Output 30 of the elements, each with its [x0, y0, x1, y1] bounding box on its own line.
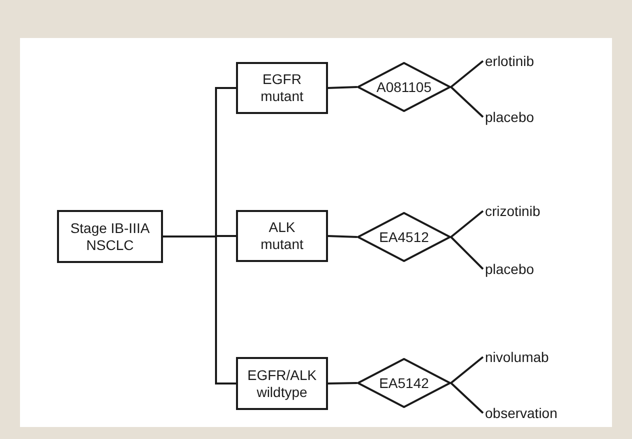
arm-label: observation: [485, 403, 575, 423]
connector-line: [450, 356, 484, 384]
node-label: EA5142: [379, 374, 429, 392]
connector-line: [328, 86, 358, 89]
connector-line: [328, 235, 358, 238]
node-label: EGFR mutant: [260, 71, 304, 105]
node-label: Stage IB-IIIA NSCLC: [69, 220, 151, 254]
arm-label: erlotinib: [485, 51, 555, 71]
connector-line: [450, 382, 484, 414]
connector-line: [450, 210, 484, 238]
trial-diamond: [357, 62, 451, 112]
connector-line: [450, 86, 484, 118]
node-label: A081105: [376, 78, 432, 96]
process-box: [236, 62, 328, 114]
process-box: [236, 357, 328, 410]
process-box: [57, 210, 163, 263]
trial-diamond: [357, 358, 451, 408]
arm-label: crizotinib: [485, 201, 565, 221]
node-label: EA4512: [379, 228, 429, 246]
connector-line: [163, 236, 236, 384]
connector-line: [450, 60, 484, 88]
arm-label: nivolumab: [485, 347, 565, 367]
arm-label: placebo: [485, 259, 555, 279]
connector-line: [450, 236, 484, 270]
arm-label: placebo: [485, 107, 555, 127]
node-label: EGFR/ALK wildtype: [246, 366, 318, 400]
connector-line: [328, 382, 358, 384]
trial-diamond: [357, 212, 451, 262]
node-label: ALK mutant: [260, 219, 304, 253]
process-box: [236, 210, 328, 262]
